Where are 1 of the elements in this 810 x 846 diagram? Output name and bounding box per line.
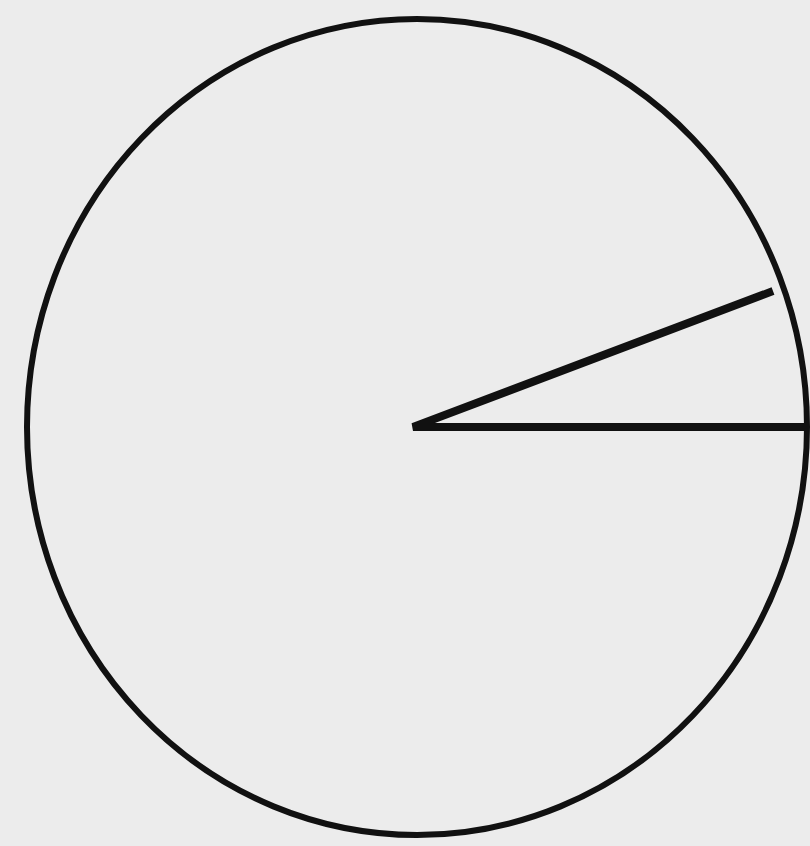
circle [24, 16, 810, 838]
